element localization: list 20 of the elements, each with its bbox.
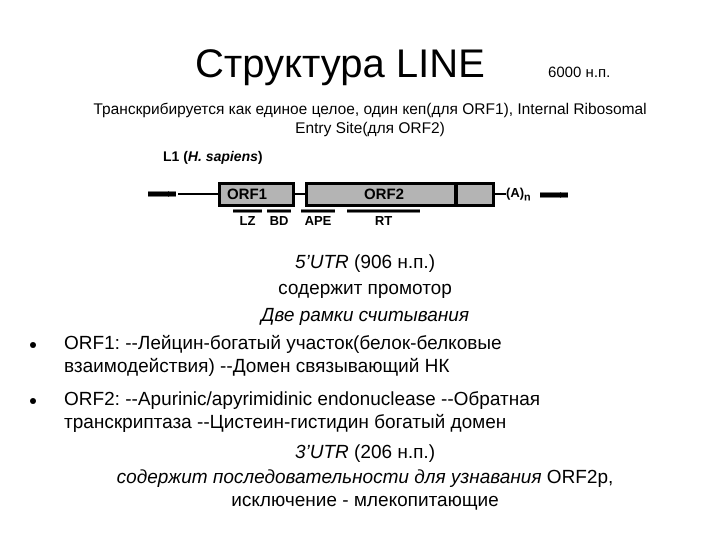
body-text: содержит промотор [277,278,453,301]
body-text: содержит последовательности для узнавания ORF2p, исключение - млекопитающие [116,467,614,513]
segment-box [455,182,495,207]
domain-label: BD [268,213,290,229]
gene-box: ORF1 [218,182,295,207]
section-heading: 3’UTR (206 н.п.) [294,442,436,465]
gene-box: ORF2 [305,182,457,207]
bullet-text: ORF1: --Лейцин-богатый участок(белок-белковые взаимодействия) --Домен связывающий НК [64,333,503,379]
section-heading: Две рамки считывания [258,305,470,328]
bullet-text: ORF2: --Apurinic/apyrimidinic endonuclease --Обратная транскриптаза --Цистеин-гистидин богатый домен [64,389,542,435]
length-note: 6000 н.п. [548,64,612,82]
slide-title: Структура LINE [195,41,485,88]
section-heading: 5’UTR (906 н.п.) [294,252,436,275]
domain-label: APE [304,213,332,229]
species-label: L1 (H. sapiens) [163,148,264,165]
poly-a-label: (A)$_{n}$ [506,185,532,205]
domain-label: LZ [238,213,256,229]
subtitle: Транскрибируется как единое целое, один кеп(для ORF1), Internal Ribosomal Entry Site(для ORF2) [92,101,648,138]
domain-label: RT [374,213,394,229]
connector-line [295,193,305,195]
